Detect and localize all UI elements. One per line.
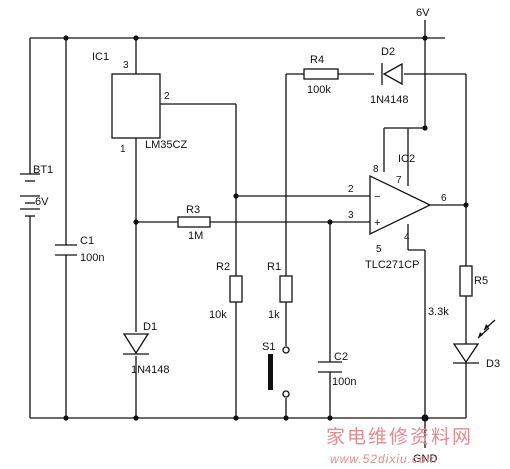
r2-ref: R2 bbox=[216, 261, 230, 273]
r4-ref: R4 bbox=[310, 54, 324, 66]
r5-value: 3.3k bbox=[428, 306, 449, 318]
d2-ref: D2 bbox=[381, 46, 395, 58]
r3-value: 1M bbox=[188, 230, 203, 242]
s1-ref: S1 bbox=[262, 341, 275, 353]
ic2-ref: IC2 bbox=[398, 153, 415, 165]
ic2-plus: + bbox=[374, 217, 380, 229]
r3-ref: R3 bbox=[186, 204, 200, 216]
ic2-pin2: 2 bbox=[348, 184, 354, 195]
wiring bbox=[29, 20, 467, 448]
d1-ref: D1 bbox=[143, 321, 157, 333]
ic1-ref: IC1 bbox=[92, 51, 109, 63]
ic2-pin5: 5 bbox=[376, 244, 382, 255]
ground-label: GND bbox=[413, 453, 438, 465]
watermark-cn: 家电维修资料网 bbox=[326, 426, 473, 448]
ic2-tlc271cp: IC2 8 7 2 3 6 4 5 − + TLC271CP bbox=[348, 153, 447, 271]
ic2-pin7: 7 bbox=[396, 175, 402, 186]
d2-value: 1N4148 bbox=[370, 94, 409, 106]
junction-r3 bbox=[133, 219, 139, 225]
r5-ref: R5 bbox=[474, 275, 488, 287]
ic2-minus: − bbox=[374, 191, 380, 203]
ic2-part: TLC271CP bbox=[365, 259, 419, 271]
capacitor-c1: C1 100n bbox=[55, 235, 104, 264]
bt1-ref: BT1 bbox=[33, 164, 53, 176]
ic1-pin3: 3 bbox=[123, 60, 129, 71]
led-d3: D3 bbox=[452, 319, 500, 370]
ic1-pin1: 1 bbox=[120, 144, 126, 155]
junction-ic1-top bbox=[133, 35, 139, 41]
resistor-r3: R3 1M bbox=[177, 204, 211, 242]
junction-gnd-s1 bbox=[283, 415, 289, 421]
d3-ref: D3 bbox=[486, 358, 500, 370]
c2-value: 100n bbox=[332, 376, 356, 388]
r2-value: 10k bbox=[209, 309, 227, 321]
junction-r2 bbox=[233, 193, 239, 199]
r1-ref: R1 bbox=[267, 261, 281, 273]
d1-value: 1N4148 bbox=[131, 364, 170, 376]
junction-vcc bbox=[422, 35, 428, 41]
watermark-url: www.52dixiu.com bbox=[330, 452, 438, 466]
resistor-r2: R2 10k bbox=[209, 261, 243, 321]
junction-output bbox=[463, 202, 469, 208]
c1-value: 100n bbox=[80, 252, 104, 264]
c1-ref: C1 bbox=[80, 235, 94, 247]
resistor-r4: R4 100k bbox=[303, 54, 339, 96]
diode-d1: D1 1N4148 bbox=[122, 321, 170, 376]
ic2-pin8: 8 bbox=[373, 164, 379, 175]
ic2-pin6: 6 bbox=[441, 193, 447, 204]
ic1-part: LM35CZ bbox=[145, 139, 187, 151]
ic1-pin2: 2 bbox=[164, 91, 170, 102]
resistor-r1: R1 1k bbox=[267, 261, 293, 321]
ic1-lm35cz: IC1 3 2 1 LM35CZ bbox=[92, 51, 187, 155]
junction-gnd-c1 bbox=[63, 415, 69, 421]
r1-value: 1k bbox=[268, 309, 280, 321]
ic2-pin3: 3 bbox=[348, 210, 354, 221]
junction-gnd-d1 bbox=[133, 415, 139, 421]
c2-ref: C2 bbox=[334, 351, 348, 363]
ic2-pin4: 4 bbox=[404, 232, 410, 243]
diode-d2: D2 1N4148 bbox=[370, 46, 409, 106]
bt1-value: 6V bbox=[35, 196, 49, 208]
junction-dots bbox=[63, 35, 469, 422]
junction-gnd bbox=[421, 414, 429, 422]
junction-c2 bbox=[327, 219, 333, 225]
junction-c1-top bbox=[63, 35, 69, 41]
junction-gnd-r2 bbox=[233, 415, 239, 421]
r4-value: 100k bbox=[307, 84, 331, 96]
battery-bt1: BT1 6V bbox=[20, 164, 53, 217]
resistor-r5: R5 3.3k bbox=[428, 265, 488, 318]
supply-voltage-label: 6V bbox=[416, 7, 430, 19]
junction-pin7 bbox=[422, 125, 428, 131]
junction-gnd-c2 bbox=[327, 415, 333, 421]
capacitor-c2: C2 100n bbox=[318, 351, 356, 388]
watermark: 家电维修资料网 www.52dixiu.com bbox=[326, 426, 473, 466]
switch-s1: S1 bbox=[262, 341, 290, 398]
